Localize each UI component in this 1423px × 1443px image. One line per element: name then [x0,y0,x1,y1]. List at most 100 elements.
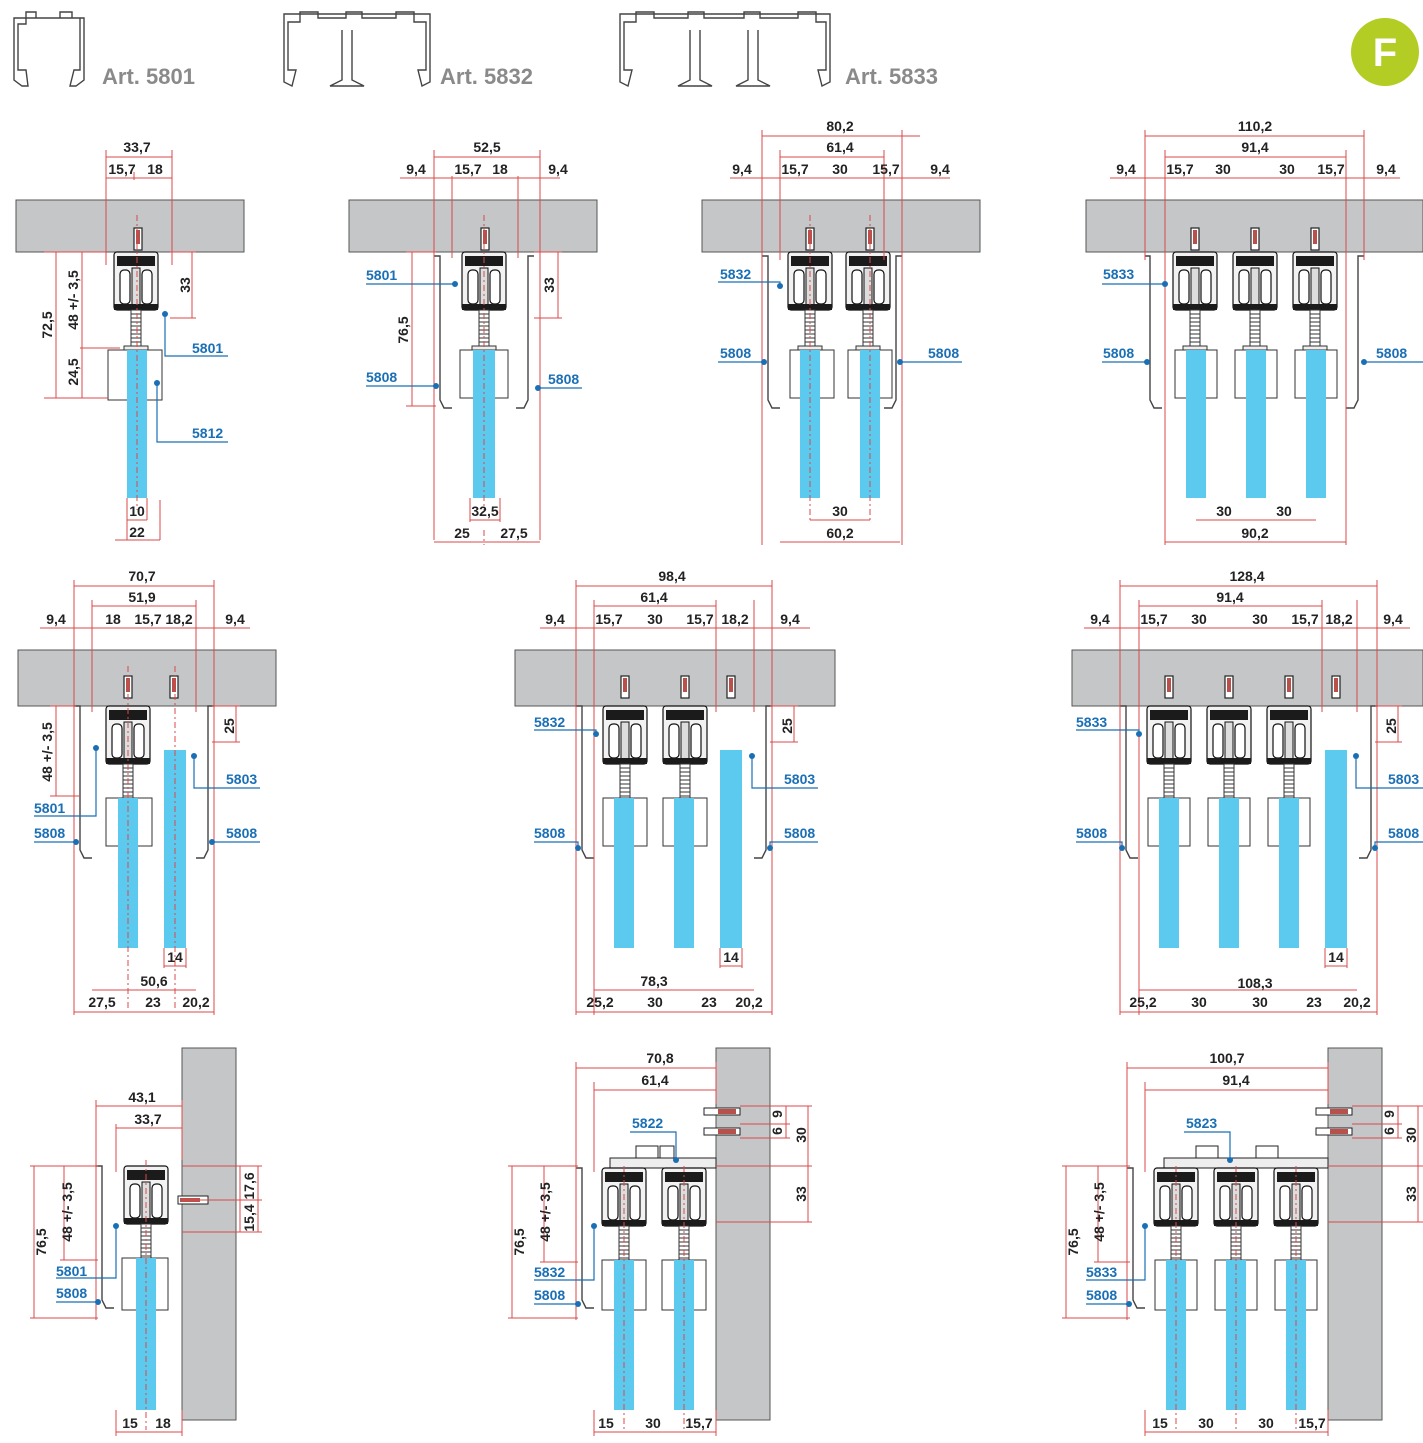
dimension-label: 91,4 [1241,139,1268,155]
dimension-label: 128,4 [1229,568,1264,584]
dimension-label: 15 [122,1415,138,1431]
dimension-label: 25,2 [586,994,613,1010]
dimension-label: 9 [769,1110,785,1118]
dimension-label: 25 [779,718,795,734]
dimension-label: 25,2 [1129,994,1156,1010]
dimension-label: 15,7 [454,161,481,177]
dimension-label: 18,2 [165,611,192,627]
part-number-label: 5808 [1388,825,1419,841]
dimension-label: 76,5 [395,316,411,343]
dimension-label: 9,4 [1376,161,1396,177]
dimension-label: 6 [769,1127,785,1135]
dimension-label: 48 +/- 3,5 [537,1182,553,1242]
dimension-label: 24,5 [65,358,81,385]
dimension-label: 9,4 [732,161,752,177]
dimension-label: 9,4 [406,161,426,177]
dimension-label: 30 [645,1415,661,1431]
part-number-label: 5808 [366,369,397,385]
part-number-label: 5808 [720,345,751,361]
diagram-single-5801: 33,7 15,7 18 72,5 48 +/- 3,5 24,5 33 580… [15,139,245,541]
dimension-label: 23 [1306,994,1322,1010]
dimension-label: 27,5 [88,994,115,1010]
part-number-label: 5808 [1103,345,1134,361]
dimension-label: 9,4 [1116,161,1136,177]
dimension-label: 18,2 [721,611,748,627]
dimension-label: 76,5 [33,1228,49,1255]
dimension-label: 9,4 [545,611,565,627]
dimension-label: 15,7 [781,161,808,177]
dimension-label: 15,7 [595,611,622,627]
dimension-label: 98,4 [658,568,685,584]
dimension-label: 9,4 [548,161,568,177]
dimension-label: 91,4 [1216,589,1243,605]
dimension-label: 15,7 [1140,611,1167,627]
dimension-label: 30 [1258,1415,1274,1431]
dimension-label: 9,4 [46,611,66,627]
dimension-label: 33 [177,277,193,293]
dimension-label: 25 [1383,718,1399,734]
dimension-label: 14 [167,949,183,965]
profile-5801-icon [13,11,85,87]
dimension-label: 30 [1191,611,1207,627]
diagram-single-5801-frame: 52,5 9,4 9,4 15,7 18 76,5 33 5801 5808 5… [348,139,598,545]
part-number-label: 5801 [34,800,65,816]
part-number-label: 5808 [1086,1287,1117,1303]
dimension-label: 30 [832,503,848,519]
part-number-label: 5822 [632,1115,663,1131]
dimension-label: 9,4 [1090,611,1110,627]
part-number-label: 5808 [1376,345,1407,361]
part-number-label: 5803 [226,771,257,787]
dimension-label: 15,7 [1317,161,1344,177]
dimension-label: 14 [723,949,739,965]
dimension-label: 60,2 [826,525,853,541]
diagram-wall-double: 70,8 61,4 76,5 48 +/- 3,5 9 6 30 33 5822… [508,1047,812,1436]
part-number-label: 5808 [1076,825,1107,841]
dimension-label: 9 [1381,1110,1397,1118]
dimension-label: 76,5 [1065,1228,1081,1255]
dimension-label: 20,2 [735,994,762,1010]
dimension-label: 9,4 [1383,611,1403,627]
section-badge [1351,18,1419,86]
part-number-label: 5832 [534,714,565,730]
dimension-label: 9,4 [930,161,950,177]
dimension-label: 78,3 [640,973,667,989]
part-number-label: 5808 [534,825,565,841]
part-number-label: 5808 [548,371,579,387]
dimension-label: 30 [1191,994,1207,1010]
diagram-triple-5833: 110,2 91,4 9,4 9,4 15,7 30 30 15,7 5833 … [1085,118,1423,545]
part-number-label: 5801 [192,340,223,356]
profile-label-5801: Art. 5801 [102,64,195,89]
dimension-label: 30 [1403,1127,1419,1143]
part-number-label: 5833 [1103,266,1134,282]
ceiling [15,199,245,253]
dimension-label: 30 [832,161,848,177]
dimension-label: 91,4 [1222,1072,1249,1088]
dimension-label: 48 +/- 3,5 [65,270,81,330]
dimension-label: 90,2 [1241,525,1268,541]
dimension-label: 30 [1252,994,1268,1010]
diagram-triple-plus-fixed: 128,4 91,4 9,4 9,4 15,7 30 30 15,7 18,2 … [1071,568,1423,1015]
dimension-label: 30 [1216,503,1232,519]
part-number-label: 5833 [1086,1264,1117,1280]
dimension-label: 30 [1279,161,1295,177]
dimension-label: 30 [647,994,663,1010]
dimension-label: 15 [598,1415,614,1431]
dimension-label: 48 +/- 3,5 [1091,1182,1107,1242]
dimension-label: 15,4 [241,1204,257,1231]
dimension-label: 70,8 [646,1050,673,1066]
dimension-label: 15,7 [108,161,135,177]
part-number-label: 5801 [366,267,397,283]
dimension-label: 30 [793,1127,809,1143]
dimension-label: 48 +/- 3,5 [39,722,55,782]
dimension-label: 33 [541,277,557,293]
dimension-label: 32,5 [471,503,498,519]
dimension-label: 15,7 [134,611,161,627]
dimension-label: 70,7 [128,568,155,584]
dimension-label: 15 [1152,1415,1168,1431]
diagram-single-plus-fixed: 70,7 51,9 9,4 9,4 18 15,7 18,2 48 +/- 3,… [17,568,277,1015]
dimension-label: 61,4 [641,1072,668,1088]
dimension-label: 33,7 [123,139,150,155]
dimension-label: 52,5 [473,139,500,155]
dimension-label: 23 [145,994,161,1010]
dimension-label: 15,7 [1166,161,1193,177]
